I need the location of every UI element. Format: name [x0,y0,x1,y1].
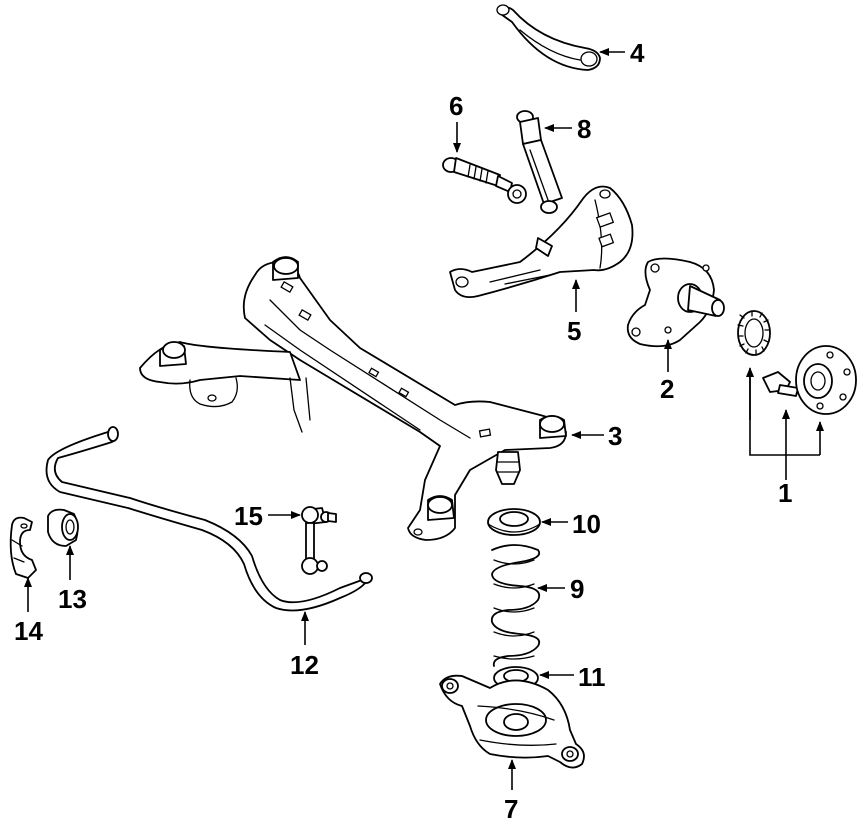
callout-7: 7 [504,794,518,824]
bushing-part[interactable] [47,508,79,547]
callout-labels: 1 2 3 4 5 6 7 8 9 10 11 12 13 14 15 [14,38,792,824]
callout-leaders [24,48,824,790]
coil-spring-part[interactable] [490,544,541,667]
callout-14: 14 [14,616,43,646]
callout-3: 3 [608,421,622,451]
callout-6: 6 [449,91,463,121]
shock-absorber-part[interactable] [516,110,563,214]
callout-15: 15 [234,501,263,531]
callout-10: 10 [572,509,601,539]
callout-4: 4 [630,38,645,68]
callout-9: 9 [570,574,584,604]
upper-control-arm-part[interactable] [496,4,601,71]
callout-5: 5 [567,316,581,346]
callout-11: 11 [578,662,606,692]
lower-control-arm-part[interactable] [439,674,585,769]
stabilizer-bar-part[interactable] [45,426,373,612]
toe-link-part[interactable] [442,157,527,204]
callout-8: 8 [577,114,591,144]
callout-2: 2 [660,374,674,404]
upper-spring-seat-part[interactable] [487,508,541,536]
callout-13: 13 [58,584,87,614]
trailing-arm-part[interactable] [449,185,634,299]
hub-assembly-part[interactable] [737,310,857,415]
callout-12: 12 [290,650,319,680]
stabilizer-link-part[interactable] [301,506,337,575]
callout-1: 1 [778,478,792,508]
bushing-bracket-part[interactable] [9,516,37,579]
knuckle-part[interactable] [626,257,725,348]
subframe-part[interactable] [139,256,567,541]
